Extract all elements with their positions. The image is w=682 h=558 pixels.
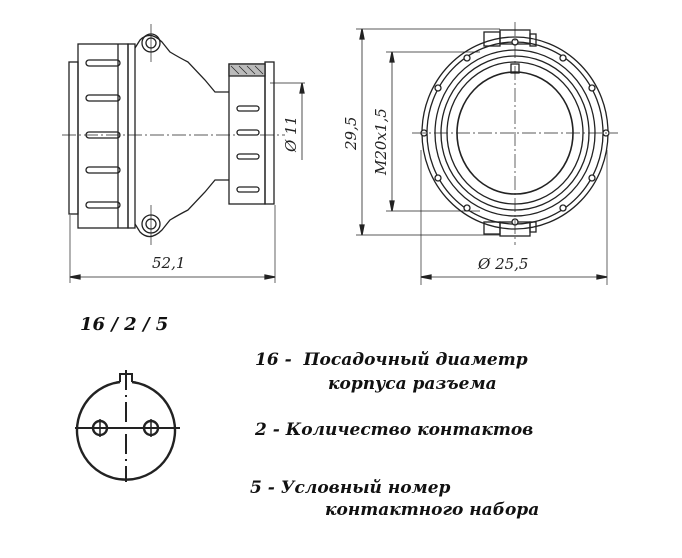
legend-num: 16 <box>255 350 279 370</box>
legend-item-16: 16 - Посадочный диаметр <box>255 350 528 370</box>
legend-text: Количество контактов <box>285 420 534 440</box>
legend-code: 16 / 2 / 5 <box>80 314 169 335</box>
dim-outer-diameter: Ø 25,5 <box>477 255 528 273</box>
dim-rear-diameter: Ø 11 <box>282 116 300 153</box>
legend-item-2: 2 - Количество контактов <box>255 420 534 440</box>
front-view <box>356 22 618 285</box>
legend-text: Условный номер <box>280 478 451 498</box>
rear-slots <box>236 105 260 193</box>
dim-thread: M20x1,5 <box>372 108 390 176</box>
dim-length: 52,1 <box>152 254 185 272</box>
nut-slots <box>85 59 121 209</box>
dim-height: 29,5 <box>342 117 360 151</box>
legend-text-cont: корпуса разъема <box>328 374 497 394</box>
legend-text-cont: контактного набора <box>325 500 540 520</box>
legend-num: 2 <box>255 420 267 440</box>
legend-item-5: 5 - Условный номер <box>250 478 451 498</box>
legend-num: 5 <box>250 478 262 498</box>
contact-layout-icon <box>75 370 180 482</box>
legend-text: Посадочный диаметр <box>303 350 528 370</box>
side-view <box>62 24 305 283</box>
